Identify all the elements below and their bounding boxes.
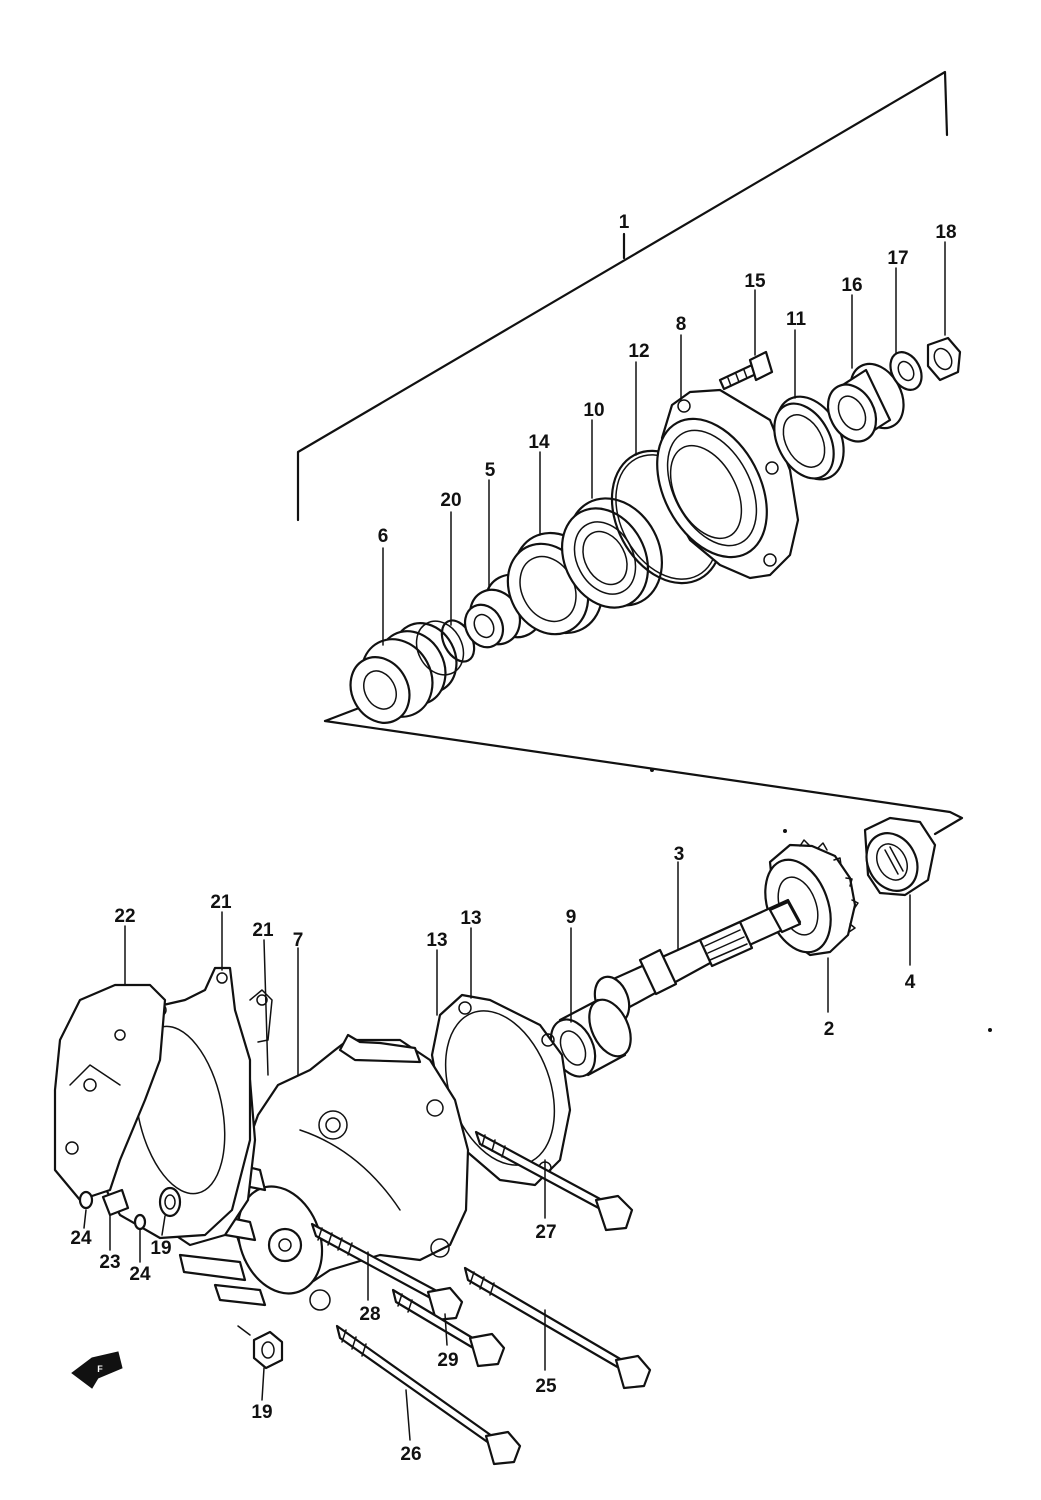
callout-7: 7: [293, 930, 304, 951]
part-24-washer-left: [78, 1190, 94, 1210]
callout-13b: 13: [460, 908, 481, 929]
callout-14: 14: [528, 432, 550, 453]
callout-23: 23: [99, 1252, 120, 1273]
leader-lines: [83, 241, 946, 1441]
part-2-bevel-gear: [764, 839, 859, 957]
callout-5: 5: [485, 460, 496, 481]
callout-15: 15: [744, 271, 766, 292]
callout-11: 11: [786, 309, 807, 330]
part-15-bolt: [718, 350, 774, 391]
callout-4: 4: [905, 972, 916, 993]
callout-27: 27: [535, 1222, 556, 1243]
part-4-bearing: [863, 816, 937, 897]
svg-text:F: F: [97, 1364, 103, 1374]
callout-20: 20: [440, 490, 461, 511]
part-29-bolt: [391, 1288, 506, 1368]
callout-28: 28: [359, 1304, 380, 1325]
callout-18: 18: [935, 222, 956, 243]
speck: [783, 829, 787, 833]
callout-1: 1: [619, 212, 630, 233]
part-27-bolt: [474, 1130, 634, 1232]
callout-10: 10: [583, 400, 604, 421]
part-3-drive-shaft: [593, 898, 802, 1025]
callout-22: 22: [114, 906, 135, 927]
part-18-nut: [926, 336, 962, 382]
callout-19a: 19: [150, 1238, 171, 1259]
part-25-bolt: [463, 1266, 652, 1390]
callout-2: 2: [824, 1019, 835, 1040]
callout-26: 26: [400, 1444, 421, 1465]
callout-labels: 1 2 3 4 5 6 7 8 9 10 11 12 13 13 14 15 1…: [70, 212, 956, 1465]
part-19-washer-lower: [237, 1325, 284, 1370]
assembly-1-bracket: [296, 70, 964, 836]
part-11-oil-seal: [773, 395, 845, 481]
part-10-ball-bearing: [560, 497, 664, 609]
speck: [988, 1028, 992, 1032]
callout-21a: 21: [210, 892, 232, 913]
callout-16: 16: [841, 275, 862, 296]
part-26-bolt: [335, 1324, 522, 1466]
part-6-spring-cup: [349, 620, 465, 724]
front-direction-arrow-icon: F: [71, 1351, 123, 1389]
callout-21b: 21: [252, 920, 274, 941]
callout-6: 6: [378, 526, 389, 547]
part-19-washer-upper: [158, 1186, 182, 1218]
callout-8: 8: [676, 314, 687, 335]
part-28-stud-bolt: [310, 1222, 464, 1322]
callout-12: 12: [628, 341, 649, 362]
callout-3: 3: [674, 844, 685, 865]
callout-17: 17: [887, 248, 908, 269]
callout-29: 29: [437, 1350, 458, 1371]
callout-19b: 19: [251, 1402, 272, 1423]
callout-24b: 24: [129, 1264, 151, 1285]
callout-24a: 24: [70, 1228, 92, 1249]
callout-9: 9: [566, 907, 577, 928]
part-24-washer-right: [133, 1213, 147, 1231]
part-8-bearing-housing: [656, 388, 800, 580]
callout-25: 25: [535, 1376, 557, 1397]
callout-13a: 13: [426, 930, 447, 951]
part-23-dowel-pin: [101, 1188, 130, 1217]
